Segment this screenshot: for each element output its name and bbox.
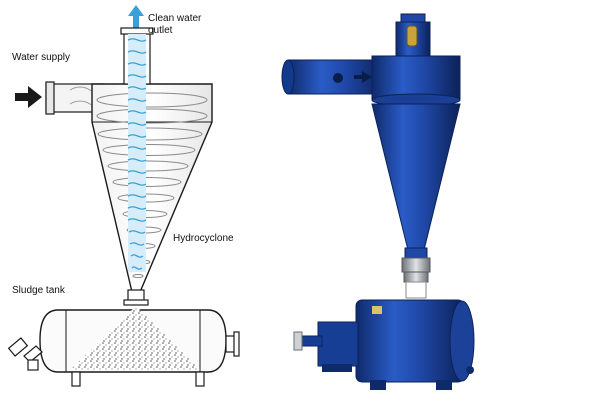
side-fitting (225, 331, 240, 357)
hydrocyclone-label: Hydrocyclone (173, 233, 234, 244)
hydrocyclone-body (91, 83, 213, 293)
sludge-tank (7, 306, 240, 387)
sludge-tank-label: Sludge tank (12, 285, 65, 296)
arrow-right-icon (15, 86, 42, 108)
drain-valve (7, 337, 43, 371)
hydrocyclone-product-photo (281, 13, 475, 390)
arrow-right-icon (354, 71, 372, 83)
water-supply-label: Water supply (12, 52, 70, 63)
clean-water-column (120, 27, 154, 272)
underflow-outlet (123, 289, 149, 306)
arrow-up-icon (128, 5, 144, 30)
clean-water-outlet-label: Clean water outlet (148, 13, 202, 36)
